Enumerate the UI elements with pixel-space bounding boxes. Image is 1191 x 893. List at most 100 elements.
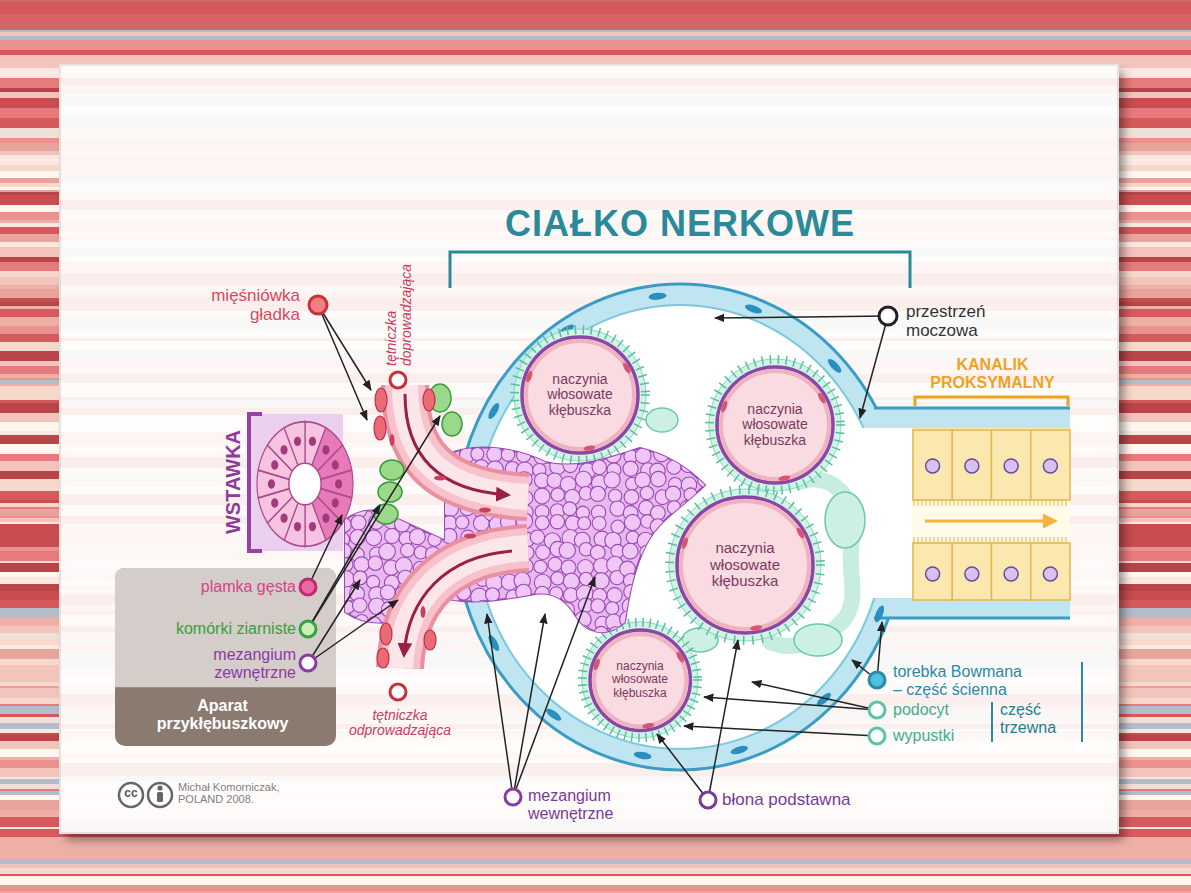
proximal-tubule	[1006, 537, 1007, 543]
mesangium	[563, 458, 578, 473]
proximal-tubule	[970, 500, 971, 506]
callout-markers	[879, 307, 897, 325]
podocyte-layer	[707, 438, 716, 440]
podocyte-layer	[782, 496, 787, 504]
afferent-arteriole	[405, 385, 528, 497]
podocyte-layer	[652, 732, 654, 741]
mesangium	[471, 447, 484, 460]
proximal-tubule	[962, 537, 963, 543]
macula-densa-tubule	[294, 437, 301, 446]
bowman-capsule	[486, 401, 501, 420]
background-stripes	[0, 155, 1191, 165]
mesangium	[409, 529, 425, 545]
podocyte-layer	[558, 328, 561, 337]
mesangium	[351, 628, 366, 643]
part-label: błona podstawna	[722, 791, 851, 810]
proximal-tubule	[1022, 537, 1023, 543]
podocyte-layer	[583, 656, 591, 660]
proximal-tubule	[934, 500, 935, 506]
background-stripes	[0, 891, 1191, 893]
mesangium	[698, 473, 713, 488]
proximal-tubule	[994, 500, 995, 506]
mesangium	[650, 430, 664, 444]
podocyte-layer	[676, 525, 684, 530]
podocyte-layer	[734, 474, 739, 481]
podocyte-layer	[836, 421, 845, 423]
proximal-tubule	[982, 500, 983, 506]
proximal-tubule	[1002, 537, 1003, 543]
podocyte-layer	[800, 361, 804, 369]
leader-lines	[715, 316, 888, 318]
proximal-tubule	[986, 537, 987, 543]
podocyte-layer	[813, 542, 822, 545]
proximal-tubule	[918, 500, 919, 506]
podocyte-layer	[808, 598, 816, 602]
mesangium	[516, 448, 530, 462]
bowman-capsule	[544, 707, 563, 723]
mesangium	[428, 533, 441, 546]
mesangium	[546, 600, 560, 614]
leader-lines	[308, 416, 440, 629]
podocyte-layer	[554, 452, 557, 460]
podocyte-layer	[803, 606, 810, 611]
podocyte-layer	[720, 489, 723, 498]
capillary-loop: naczynia włosowate kłębuszka	[675, 495, 815, 635]
proximal-tubule	[1002, 500, 1003, 506]
mesangium	[440, 616, 456, 632]
podocyte-layer	[630, 430, 637, 435]
podocyte-layer	[578, 677, 587, 679]
mesangium	[592, 516, 606, 530]
podocyte-layer	[649, 619, 651, 628]
podocyte-layer	[827, 389, 835, 394]
section-label: WSTAWKA	[222, 417, 244, 547]
panel-label: plamka gęsta	[201, 578, 296, 596]
proximal-tubule	[913, 430, 952, 500]
background-stripes	[0, 151, 1191, 155]
podocyte-layer	[595, 637, 601, 643]
podocyte-layer	[521, 428, 529, 433]
mesangium	[337, 615, 354, 632]
proximal-tubule	[958, 537, 959, 543]
afferent-arteriole	[405, 385, 528, 497]
mesangium	[575, 471, 591, 487]
podocyte-bodies	[794, 624, 842, 656]
podocyte-layer	[666, 552, 675, 553]
panel-stripes	[60, 753, 1118, 759]
efferent-arteriole	[421, 606, 426, 618]
podocyte-layer	[524, 353, 531, 358]
diagram-title: CIAŁKO NERKOWE	[430, 204, 930, 244]
podocyte-layer	[667, 627, 672, 635]
group-lines	[1081, 662, 1083, 742]
leader-lines	[708, 640, 738, 800]
proximal-tubule	[934, 537, 935, 543]
proximal-tubule	[926, 500, 927, 506]
podocyte-layer	[803, 479, 807, 487]
podocyte-layer	[795, 508, 801, 514]
podocyte-layer	[810, 532, 818, 536]
license-icon	[119, 783, 143, 807]
proximal-tubule	[1030, 537, 1031, 543]
mesangium	[561, 603, 574, 616]
proximal-tubule	[1010, 537, 1011, 543]
podocyte-layer	[815, 574, 824, 575]
podocyte-layer	[705, 430, 714, 432]
panel-stripes	[60, 131, 1118, 140]
podocyte-layer	[641, 394, 650, 396]
proximal-tubule	[1058, 500, 1059, 506]
mesangium	[624, 514, 640, 530]
proximal-tubule	[913, 543, 952, 600]
podocyte-layer	[582, 325, 584, 334]
bowman-capsule	[858, 428, 916, 598]
podocyte-layer	[684, 711, 691, 716]
mesangium	[456, 604, 469, 617]
leader-lines	[513, 577, 595, 797]
group-label: część trzewna	[1000, 701, 1070, 736]
podocyte-layer	[592, 714, 599, 720]
podocyte-layer	[574, 325, 576, 334]
mesangium	[655, 585, 670, 600]
capillary-label: naczynia włosowate kłębuszka	[733, 402, 817, 448]
mesangium	[637, 532, 654, 549]
panel-stripes	[60, 106, 1118, 112]
podocyte-layer	[823, 382, 830, 388]
